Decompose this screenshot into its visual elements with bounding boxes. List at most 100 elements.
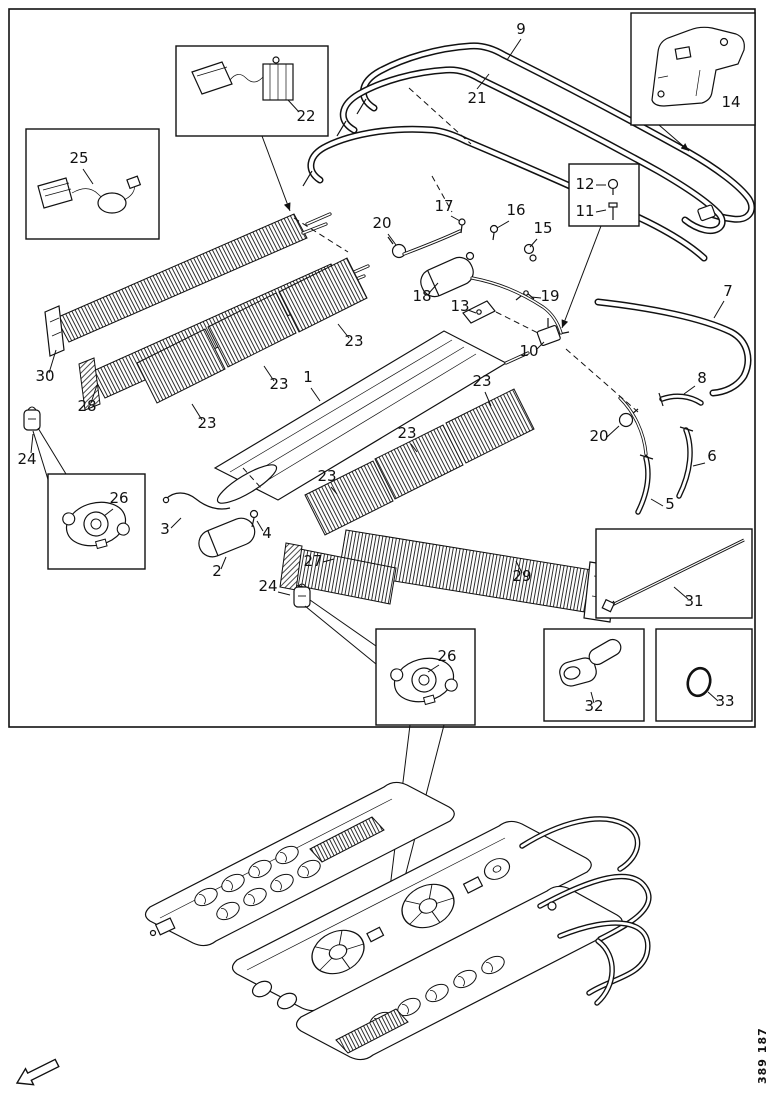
hose-middle xyxy=(302,125,708,262)
ac-pipes xyxy=(402,229,648,456)
callout-leader-1 xyxy=(310,387,321,402)
hose-6 xyxy=(676,426,694,499)
fitting-15 xyxy=(523,243,537,262)
bracket-14 xyxy=(651,26,745,107)
sensor-25 xyxy=(37,175,142,214)
part-label-26: 26 xyxy=(109,489,128,507)
callout-leader-4 xyxy=(256,520,264,532)
filter-panel xyxy=(304,460,394,536)
part-label-11: 11 xyxy=(575,202,594,220)
callout-leader-6 xyxy=(692,462,706,467)
callout-leader-13 xyxy=(467,309,477,314)
part-label-10: 10 xyxy=(519,342,538,360)
callout-leader-33 xyxy=(707,691,719,702)
callout-leader-28 xyxy=(90,384,98,404)
callout-leader-31 xyxy=(673,586,689,600)
callout-leader-16 xyxy=(496,220,510,229)
part-label-13: 13 xyxy=(450,297,469,315)
callout-leader-23 xyxy=(330,486,338,495)
part-label-30: 30 xyxy=(35,367,54,385)
fan-small xyxy=(483,858,511,880)
expansion-valve-10 xyxy=(536,318,570,347)
part-label-24: 24 xyxy=(17,450,36,468)
filter-panel xyxy=(207,292,297,368)
part-label-29: 29 xyxy=(512,567,531,585)
hose-assembly-9-21 xyxy=(336,42,756,235)
assembled-hoses xyxy=(519,816,652,1006)
callout-leader-7 xyxy=(713,300,725,319)
part-label-23: 23 xyxy=(472,372,491,390)
part-label-23: 23 xyxy=(344,332,363,350)
callout-leader-23 xyxy=(337,323,350,339)
part-label-4: 4 xyxy=(262,524,272,542)
receiver-drier-18 xyxy=(420,251,475,298)
callout-leader-26 xyxy=(427,664,440,673)
part-label-24: 24 xyxy=(258,577,277,595)
hose-8 xyxy=(658,392,704,407)
part-label-8: 8 xyxy=(697,369,707,387)
filter-panel xyxy=(374,424,464,500)
part-label-12: 12 xyxy=(575,175,594,193)
part-label-33: 33 xyxy=(715,692,734,710)
callout-leader-19 xyxy=(530,296,542,299)
part-label-2: 2 xyxy=(212,562,222,580)
part-label-26: 26 xyxy=(437,647,456,665)
callout-leader-23 xyxy=(191,403,203,421)
hose-end-fitting xyxy=(697,204,716,222)
duct-elbow-32 xyxy=(559,638,622,687)
assembled-unit-view xyxy=(144,781,652,1061)
diagram-frame xyxy=(8,8,756,728)
filter-panel xyxy=(136,328,226,404)
bracket-3 xyxy=(162,492,231,510)
part-label-31: 31 xyxy=(684,592,703,610)
part-label-25: 25 xyxy=(69,149,88,167)
callout-leader-32 xyxy=(590,691,595,704)
heater-core-27 xyxy=(279,542,397,605)
inset-box-33 xyxy=(655,628,753,722)
part-label-23: 23 xyxy=(269,375,288,393)
clamp-20a xyxy=(387,236,407,259)
part-label-9: 9 xyxy=(516,20,526,38)
callout-leader-20 xyxy=(606,425,620,438)
part-label-23: 23 xyxy=(317,467,336,485)
hose-5 xyxy=(635,454,654,515)
part-label-3: 3 xyxy=(160,520,170,538)
dashed-lines xyxy=(242,87,639,490)
bolt-12 xyxy=(607,178,619,195)
sensor-22 xyxy=(191,56,294,101)
part-label-20: 20 xyxy=(589,427,608,445)
part-label-32: 32 xyxy=(584,697,603,715)
clip-24a xyxy=(23,406,41,431)
direction-arrow-icon xyxy=(15,1058,60,1086)
callout-leader-11 xyxy=(595,209,607,213)
part-label-22: 22 xyxy=(296,107,315,125)
part-label-6: 6 xyxy=(707,447,717,465)
callout-leader-24 xyxy=(277,591,291,596)
inset-box-11-12 xyxy=(568,163,640,227)
filter-panels-upper xyxy=(136,257,368,404)
part-label-19: 19 xyxy=(540,287,559,305)
clip-24b xyxy=(293,583,311,608)
callout-leader-9 xyxy=(506,38,522,61)
fitting-17 xyxy=(458,218,466,234)
callout-leader-17 xyxy=(450,215,461,222)
part-label-23: 23 xyxy=(197,414,216,432)
fitting-16 xyxy=(489,224,499,241)
callout-leader-27 xyxy=(322,558,335,563)
callout-leader-23 xyxy=(263,365,275,382)
callout-leader-29 xyxy=(515,560,523,574)
bolt-4 xyxy=(249,509,259,528)
callout-leader-25 xyxy=(82,168,94,185)
rod-31 xyxy=(601,538,745,613)
callout-leader-5 xyxy=(650,498,664,507)
callout-leader-3 xyxy=(170,517,182,529)
part-label-15: 15 xyxy=(533,219,552,237)
part-label-7: 7 xyxy=(723,282,733,300)
part-label-1: 1 xyxy=(303,368,313,386)
part-label-23: 23 xyxy=(397,424,416,442)
evaporator-panel-1 xyxy=(213,330,530,504)
part-label-21: 21 xyxy=(467,89,486,107)
callout-leader-23 xyxy=(410,443,418,453)
